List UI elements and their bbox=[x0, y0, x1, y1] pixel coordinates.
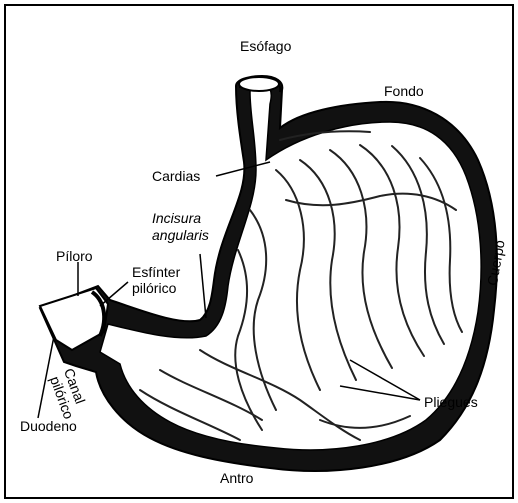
label-antro: Antro bbox=[220, 470, 253, 486]
label-cardias: Cardias bbox=[152, 168, 200, 184]
label-incisura-1: Incisura bbox=[152, 210, 201, 226]
label-fondo: Fondo bbox=[384, 83, 424, 99]
label-esfinter-1: Esfínter bbox=[132, 264, 180, 280]
leader-incisura bbox=[200, 254, 206, 318]
esophagus-opening bbox=[239, 77, 279, 91]
label-pliegues: Pliegues bbox=[424, 394, 478, 410]
label-esfinter-2: pilórico bbox=[132, 280, 176, 296]
label-esofago: Esófago bbox=[240, 38, 291, 54]
label-incisura-2: angularis bbox=[152, 227, 209, 243]
label-piloro: Píloro bbox=[56, 248, 93, 264]
label-duodeno: Duodeno bbox=[20, 418, 77, 434]
